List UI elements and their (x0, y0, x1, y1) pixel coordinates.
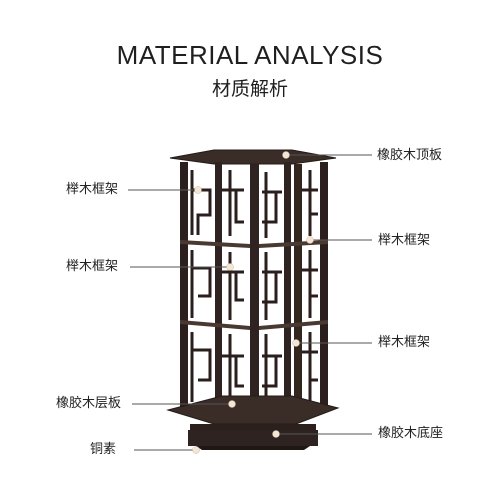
post-left-outer (180, 162, 188, 412)
post-center-right (294, 164, 302, 412)
marker-top-board (282, 151, 290, 159)
shelf-board-3 (259, 240, 328, 248)
marker-frame-right-1 (306, 236, 314, 244)
label-frame-left-1: 榉木框架 (66, 182, 119, 197)
post-center-left (250, 164, 259, 414)
post-back-right (284, 162, 291, 398)
shelf-board-1 (180, 240, 250, 248)
marker-shelf-board (228, 400, 236, 408)
top-board (169, 149, 337, 165)
leader-lines (128, 154, 372, 451)
base-foot (196, 446, 310, 450)
marker-frame-left-1 (194, 186, 202, 194)
post-right-outer (320, 162, 328, 412)
label-frame-right-2: 榉木框架 (378, 335, 431, 350)
label-top-board: 橡胶木顶板 (377, 148, 443, 163)
marker-copper (192, 446, 200, 454)
post-back-left (215, 162, 222, 398)
marker-base (272, 430, 280, 438)
lattice-right (262, 170, 318, 404)
shelf-board-4 (259, 320, 328, 330)
label-base: 橡胶木底座 (378, 426, 444, 441)
title-chinese: 材质解析 (211, 78, 288, 100)
title-english: MATERIAL ANALYSIS (116, 40, 384, 70)
label-shelf-board: 橡胶木层板 (56, 396, 122, 411)
marker-frame-right-2 (292, 339, 300, 347)
markers (192, 151, 314, 454)
label-frame-left-2: 榉木框架 (66, 259, 119, 274)
marker-frame-left-2 (226, 263, 234, 271)
base-block (188, 430, 318, 446)
label-frame-right-1: 榉木框架 (378, 233, 431, 248)
label-copper: 铜素 (90, 442, 117, 457)
shelf-board-2 (180, 320, 250, 330)
base-top (190, 424, 316, 430)
